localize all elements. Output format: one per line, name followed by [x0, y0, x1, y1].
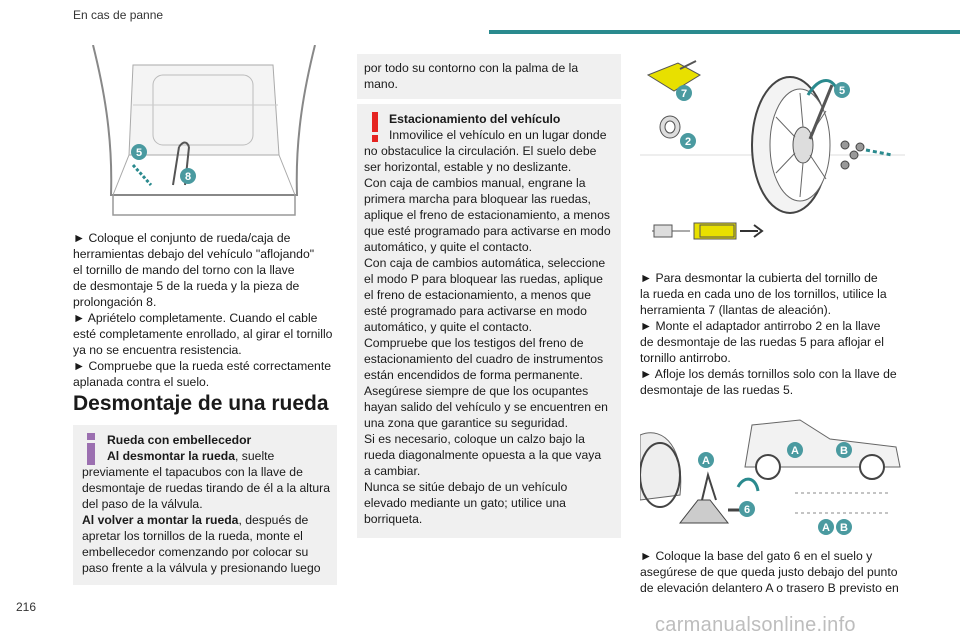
step-line: ► Coloque el conjunto de rueda/caja de [73, 231, 291, 245]
step-line: ya no se encuentra resistencia. [73, 343, 242, 357]
label-2: 2 [685, 136, 691, 148]
page-number: 216 [16, 600, 37, 614]
warning-line: el modo P para bloquear las ruedas, apli… [364, 272, 603, 286]
warning-line: estacionamiento del cuadro de instrument… [364, 352, 604, 366]
info-line: del paso de la válvula. [82, 497, 203, 511]
label-B: B [840, 445, 848, 457]
warning-line: rueda diagonalmente opuesta a la que vay… [364, 448, 602, 462]
step-line: de elevación delantero A o trasero B pre… [640, 581, 899, 595]
step-line: esté completamente enrollado, al girar e… [73, 327, 333, 341]
step-line: asegúrese de que queda justo debajo del … [640, 565, 898, 579]
warning-line: están encendidos de forma permanente. [364, 368, 583, 382]
step-line: herramienta 7 (llantas de aleación). [640, 303, 832, 317]
label-A: A [822, 522, 830, 534]
warning-icon [372, 112, 378, 142]
info-line: desmontaje de ruedas tirando de él a la … [82, 481, 330, 495]
warning-line: el freno de estacionamiento, a menos que [364, 288, 591, 302]
info-line: previamente el tapacubos con la llave de [82, 465, 303, 479]
warning-line: Con caja de cambios manual, engrane la [364, 176, 586, 190]
label-8: 8 [185, 171, 191, 183]
info-line: apretar los tornillos de la rueda, monte… [82, 529, 303, 543]
label-5: 5 [136, 147, 142, 159]
warning-line: Nunca se sitúe debajo de un vehículo [364, 480, 568, 494]
label-5: 5 [839, 85, 845, 97]
warning-line: Con caja de cambios automática, seleccio… [364, 256, 606, 270]
step-line: tornillo antirrobo. [640, 351, 731, 365]
warning-title: Estacionamiento del vehículo [389, 112, 561, 126]
cont-line: por todo su contorno con la palma de la [364, 61, 579, 75]
label-A: A [702, 455, 710, 467]
step-line: prolongación 8. [73, 295, 157, 309]
warning-line: ser horizontal, estable y no deslizante. [364, 160, 572, 174]
step-line: ► Compruebe que la rueda esté correctame… [73, 359, 331, 373]
warning-line: elevado mediante un gato; utilice una [364, 496, 566, 510]
step-line: de desmontaje 5 de la rueda y la pieza d… [73, 279, 300, 293]
jack-illustration: A 6 A B A B [640, 419, 901, 535]
step-line: ► Apriételo completamente. Cuando el cab… [73, 311, 318, 325]
warning-line: una zona que garantice su seguridad. [364, 416, 568, 430]
warning-box [357, 104, 621, 538]
step-line: ► Coloque la base del gato 6 en el suelo… [640, 549, 873, 563]
step-line: de desmontaje de las ruedas 5 para afloj… [640, 335, 884, 349]
watermark: carmanualsonline.info [655, 614, 856, 636]
warning-line: a cambiar. [364, 464, 421, 478]
cont-line: mano. [364, 77, 398, 91]
warning-line: automático, y quite el contacto. [364, 240, 533, 254]
step-line: el tornillo de mando del torno con la ll… [73, 263, 295, 277]
info-icon [87, 433, 95, 465]
warning-line: borriqueta. [364, 512, 423, 526]
warning-line: primera marcha para bloquear las ruedas, [364, 192, 591, 206]
warning-line: Si es necesario, coloque un calzo bajo l… [364, 432, 585, 446]
info-line: paso frente a la válvula y presionando l… [82, 561, 321, 575]
label-7: 7 [681, 88, 687, 100]
step-line: ► Monte el adaptador antirrobo 2 en la l… [640, 319, 881, 333]
info-title: Rueda con embellecedor [107, 433, 252, 447]
label-A: A [791, 445, 799, 457]
warning-line: aplique el freno de estacionamiento, a m… [364, 208, 610, 222]
label-6: 6 [744, 504, 750, 516]
warning-line: no obstaculice la circulación. El suelo … [364, 144, 597, 158]
warning-line: que esté programado para activarse en mo… [364, 224, 611, 238]
section-heading: Desmontaje de una rueda [73, 392, 329, 415]
info-box [73, 425, 337, 585]
step-line: herramientas debajo del vehículo "afloja… [73, 247, 315, 261]
warning-line: esté programado para activarse en modo [364, 304, 587, 318]
warning-line: Asegúrese siempre de que los ocupantes [364, 384, 589, 398]
warning-line: Compruebe que los testigos del freno de [364, 336, 584, 350]
warning-line: Inmovilice el vehículo en un lugar donde [389, 128, 607, 142]
trunk-illustration: 5 8 [92, 45, 316, 216]
info-line: embellecedor comenzando por colocar su [82, 545, 309, 559]
step-line: ► Para desmontar la cubierta del tornill… [640, 271, 878, 285]
warning-line: automático, y quite el contacto. [364, 320, 533, 334]
section-header: En cas de panne [73, 8, 164, 22]
info-line: Al desmontar la rueda, suelte [107, 449, 275, 463]
continuation-box [357, 54, 621, 99]
step-line: desmontaje de las ruedas 5. [640, 383, 794, 397]
header-rule [489, 30, 960, 34]
label-B: B [840, 522, 848, 534]
wheel-tools-illustration: 7 2 5 [640, 60, 905, 240]
step-line: ► Afloje los demás tornillos solo con la… [640, 367, 897, 381]
info-line: Al volver a montar la rueda, después de [82, 513, 309, 527]
step-line: la rueda en cada uno de los tornillos, u… [640, 287, 887, 301]
step-line: aplanada contra el suelo. [73, 375, 210, 389]
warning-line: hayan salido del vehículo y se encuentre… [364, 400, 608, 414]
